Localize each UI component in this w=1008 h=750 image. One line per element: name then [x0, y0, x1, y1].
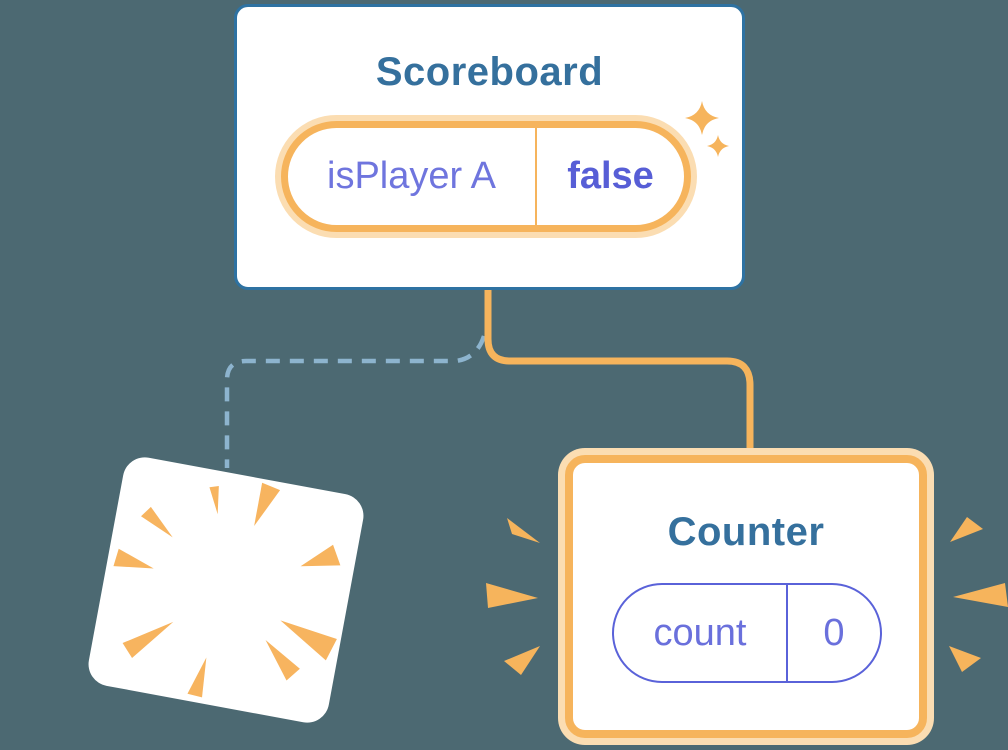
sparkles-icon: [685, 101, 729, 157]
scoreboard-state-pill: isPlayer A false: [281, 121, 691, 232]
solid-connector-line: [484, 286, 754, 458]
scoreboard-state-value: false: [567, 155, 654, 197]
scoreboard-title: Scoreboard: [375, 50, 604, 94]
burst-icon: [113, 482, 341, 698]
scoreboard-component-card: Scoreboard isPlayer A false: [234, 4, 745, 290]
emphasis-marks-left-icon: [486, 518, 540, 675]
counter-component-card: Counter count 0: [565, 455, 927, 738]
destroyed-component-card: [84, 453, 368, 727]
counter-title: Counter: [667, 510, 825, 554]
emphasis-marks-right-icon: [949, 517, 1008, 672]
scoreboard-state-key: isPlayer A: [288, 128, 537, 225]
counter-state-pill: count 0: [612, 583, 882, 683]
dashed-connector-line: [224, 335, 487, 468]
counter-state-value: 0: [823, 611, 845, 654]
counter-state-key: count: [614, 585, 788, 681]
